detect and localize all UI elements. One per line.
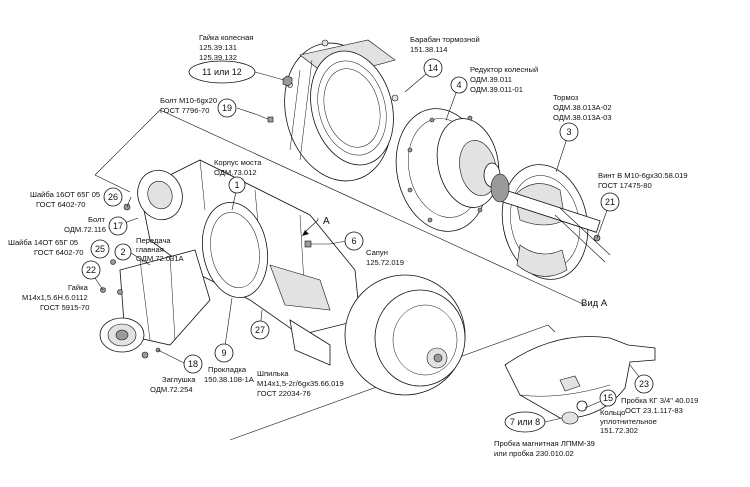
view-arrow: [302, 218, 319, 236]
callout-1: 1: [228, 176, 246, 194]
svg-text:26: 26: [108, 192, 118, 202]
svg-text:17: 17: [113, 221, 123, 231]
callout-19: 19: [217, 98, 237, 118]
svg-text:11 или 12: 11 или 12: [202, 67, 242, 77]
wheel-reducer: [395, 108, 501, 232]
view-a-detail: [504, 336, 656, 425]
callout-27: 27: [250, 320, 270, 340]
callout-21: 21: [600, 192, 620, 212]
bolt-19: [257, 114, 274, 123]
svg-text:25: 25: [95, 244, 105, 254]
svg-text:2: 2: [120, 247, 125, 257]
svg-text:21: 21: [605, 197, 615, 207]
callout-7-8: 7 или 8: [504, 411, 546, 433]
svg-text:14: 14: [428, 63, 438, 73]
svg-text:18: 18: [188, 359, 198, 369]
svg-text:6: 6: [351, 236, 356, 246]
callout-14: 14: [423, 58, 443, 78]
brake-drum: [284, 39, 399, 182]
svg-text:23: 23: [639, 379, 649, 389]
callout-17: 17: [108, 216, 128, 236]
callout-22: 22: [81, 260, 101, 280]
svg-text:9: 9: [221, 348, 226, 358]
callout-26: 26: [103, 187, 123, 207]
svg-text:22: 22: [86, 265, 96, 275]
callout-circles: 14 4 3 21 11 или 12 19 1 26 17 2 25 22 6…: [81, 58, 654, 433]
svg-text:7 или 8: 7 или 8: [510, 417, 540, 427]
breather: [304, 240, 330, 248]
callout-2: 2: [114, 243, 132, 261]
callout-23: 23: [634, 374, 654, 394]
svg-text:1: 1: [234, 180, 239, 190]
view-label: Вид А: [581, 298, 608, 309]
callout-18: 18: [183, 354, 203, 374]
callout-15: 15: [599, 389, 617, 407]
svg-text:4: 4: [456, 80, 461, 90]
callout-9: 9: [214, 343, 234, 363]
callout-6: 6: [344, 231, 364, 251]
callout-3: 3: [559, 122, 579, 142]
callout-11-12: 11 или 12: [188, 60, 256, 84]
brake-assembly: [490, 164, 611, 280]
main-gear: [99, 249, 211, 359]
svg-text:27: 27: [255, 325, 265, 335]
svg-text:19: 19: [222, 103, 232, 113]
callout-4: 4: [450, 76, 468, 94]
callout-25: 25: [90, 239, 110, 259]
svg-text:3: 3: [566, 127, 571, 137]
wheel-nut: [282, 75, 293, 87]
axle-housing: [137, 159, 466, 396]
arrow-label: А: [323, 216, 330, 227]
svg-text:15: 15: [603, 393, 613, 403]
